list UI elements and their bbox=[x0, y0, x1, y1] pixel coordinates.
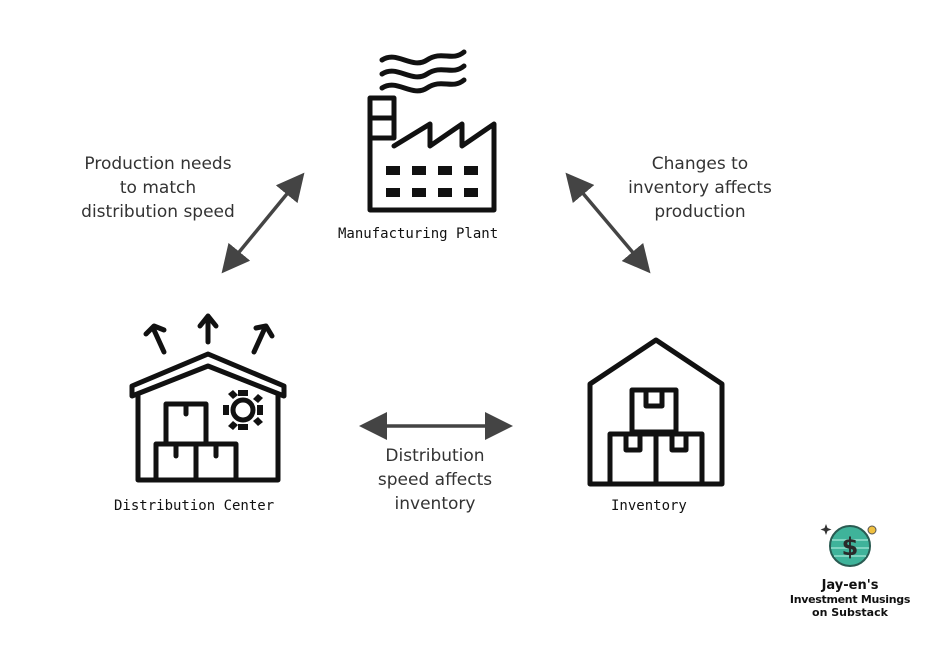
distribution-center-label: Distribution Center bbox=[114, 498, 275, 514]
brand-line-1: Jay-en's bbox=[821, 578, 879, 593]
inventory-label: Inventory bbox=[611, 498, 687, 514]
dollar-globe-icon: $ bbox=[820, 524, 877, 567]
factory-icon bbox=[367, 49, 497, 213]
arrow-plant-inventory bbox=[565, 172, 651, 274]
branding: $ Jay-en's Investment Musings on Substac… bbox=[786, 520, 914, 619]
edge-label-plant-inventory: Changes to inventory affects production bbox=[628, 154, 772, 222]
brand-line-3: on Substack bbox=[812, 606, 888, 619]
warehouse-distribution-icon bbox=[129, 313, 287, 483]
manufacturing-plant-label: Manufacturing Plant bbox=[338, 226, 499, 242]
svg-text:$: $ bbox=[842, 533, 859, 561]
edge-label-plant-distribution: Production needs to match distribution s… bbox=[81, 154, 235, 222]
brand-line-2: Investment Musings bbox=[789, 593, 911, 606]
edge-label-distribution-inventory: Distribution speed affects inventory bbox=[377, 446, 493, 514]
arrow-plant-distribution bbox=[221, 172, 305, 274]
warehouse-inventory-icon bbox=[587, 337, 725, 487]
